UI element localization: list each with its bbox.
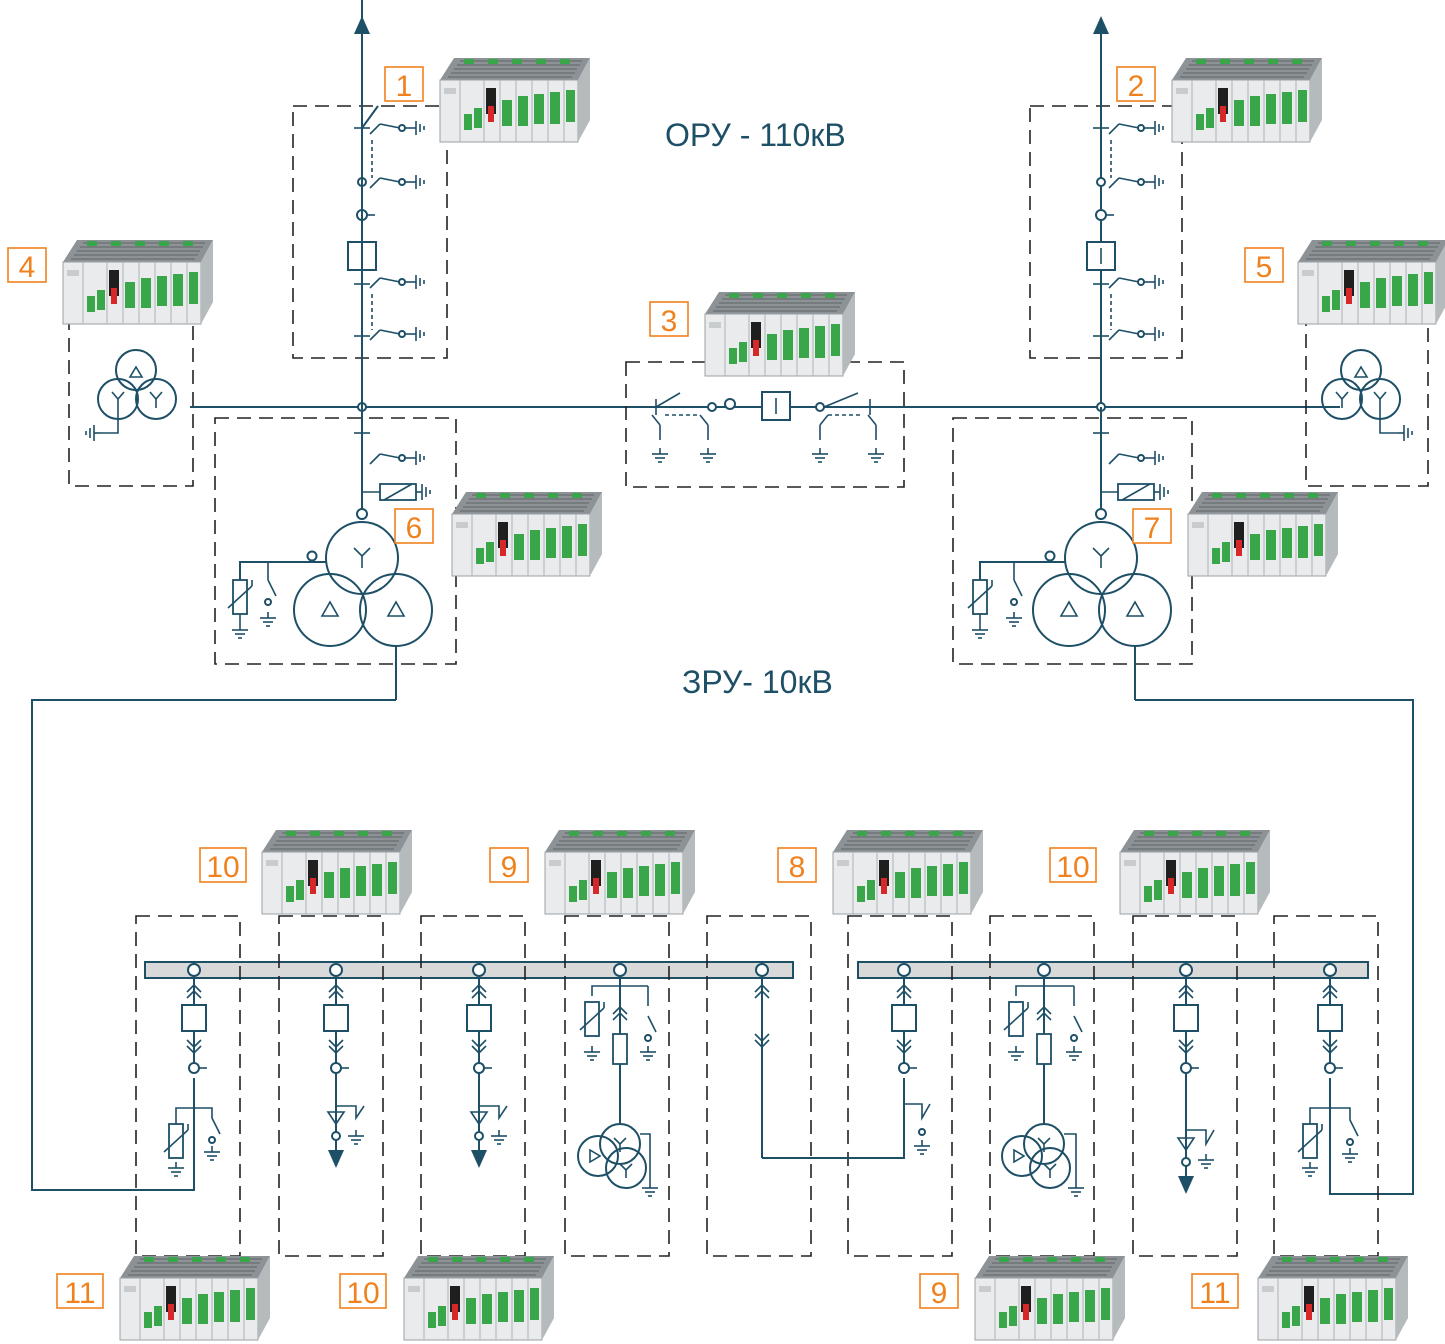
relay-terminal-10c <box>403 1255 555 1341</box>
cubicle-section-breaker <box>891 963 931 1155</box>
relay-terminal-5 <box>1297 239 1445 325</box>
cubicle-voltage-transformer-2 <box>1001 963 1085 1197</box>
title-10kv: ЗРУ- 10кВ <box>682 664 833 700</box>
tag-3: 3 <box>649 301 689 338</box>
svg-text:6: 6 <box>406 512 423 545</box>
svg-text:9: 9 <box>501 851 518 884</box>
svg-text:10: 10 <box>206 851 239 884</box>
relay-terminal-10a <box>261 829 413 915</box>
cubicle-voltage-transformer-1 <box>577 963 659 1197</box>
cubicle-feeder-2 <box>466 963 508 1168</box>
cubicle-incomer-left <box>163 963 221 1177</box>
relay-terminal-1 <box>439 57 591 143</box>
tag-2: 2 <box>1116 66 1156 103</box>
transformer-bay-6 <box>214 0 457 700</box>
relay-terminal-2 <box>1171 57 1323 143</box>
cubicle-incomer-right <box>1297 963 1359 1177</box>
tag-6: 6 <box>394 508 434 545</box>
relay-terminal-9b <box>974 1255 1126 1341</box>
relay-terminal-11a <box>119 1255 271 1341</box>
tag-11a: 11 <box>56 1273 104 1310</box>
svg-text:2: 2 <box>1128 70 1145 103</box>
svg-text:10: 10 <box>346 1277 379 1310</box>
bus-coupler-3 <box>625 361 905 488</box>
bus-10kv-section-1 <box>144 961 794 979</box>
feeder-right-10kv <box>1135 699 1414 1195</box>
svg-text:5: 5 <box>1256 251 1273 284</box>
feeder-left-10kv <box>31 699 396 1191</box>
relay-terminal-9a <box>544 829 696 915</box>
tag-10b: 10 <box>1049 847 1097 884</box>
relay-terminal-6 <box>451 491 603 577</box>
tag-5: 5 <box>1244 247 1284 284</box>
title-110kv: ОРУ - 110кВ <box>665 117 846 153</box>
line-bay-1 <box>292 16 448 412</box>
transformer-bay-7 <box>952 407 1193 700</box>
svg-text:9: 9 <box>931 1277 948 1310</box>
relay-terminal-10b <box>1119 829 1271 915</box>
relay-terminal-3 <box>704 291 856 377</box>
svg-text:3: 3 <box>661 305 678 338</box>
svg-text:10: 10 <box>1056 851 1089 884</box>
svg-text:4: 4 <box>19 251 36 284</box>
tag-9b: 9 <box>919 1273 959 1310</box>
tag-10c: 10 <box>339 1273 387 1310</box>
bus-10kv-section-2 <box>857 961 1369 979</box>
relay-terminal-11b <box>1257 1255 1409 1341</box>
cubicle-bus-section <box>754 963 905 1159</box>
tag-11b: 11 <box>1191 1273 1239 1310</box>
svg-text:11: 11 <box>64 1277 95 1310</box>
tag-8: 8 <box>777 847 817 884</box>
svg-text:1: 1 <box>396 70 413 103</box>
voltage-transformer-bay-5 <box>1305 317 1429 487</box>
cubicle-feeder-1 <box>323 963 365 1168</box>
tag-10a: 10 <box>199 847 247 884</box>
voltage-transformer-bay-4 <box>68 317 194 487</box>
svg-text:8: 8 <box>789 851 806 884</box>
relay-terminal-4 <box>62 239 214 325</box>
tag-9a: 9 <box>489 847 529 884</box>
relay-terminal-7 <box>1187 491 1339 577</box>
cubicle-feeder-3 <box>1173 963 1215 1194</box>
tag-4: 4 <box>7 247 47 284</box>
line-bay-2 <box>1029 16 1183 412</box>
relay-terminal-8 <box>832 829 984 915</box>
tag-1: 1 <box>384 66 424 103</box>
svg-text:7: 7 <box>1144 512 1161 545</box>
tag-7: 7 <box>1132 508 1172 545</box>
svg-text:11: 11 <box>1199 1277 1230 1310</box>
